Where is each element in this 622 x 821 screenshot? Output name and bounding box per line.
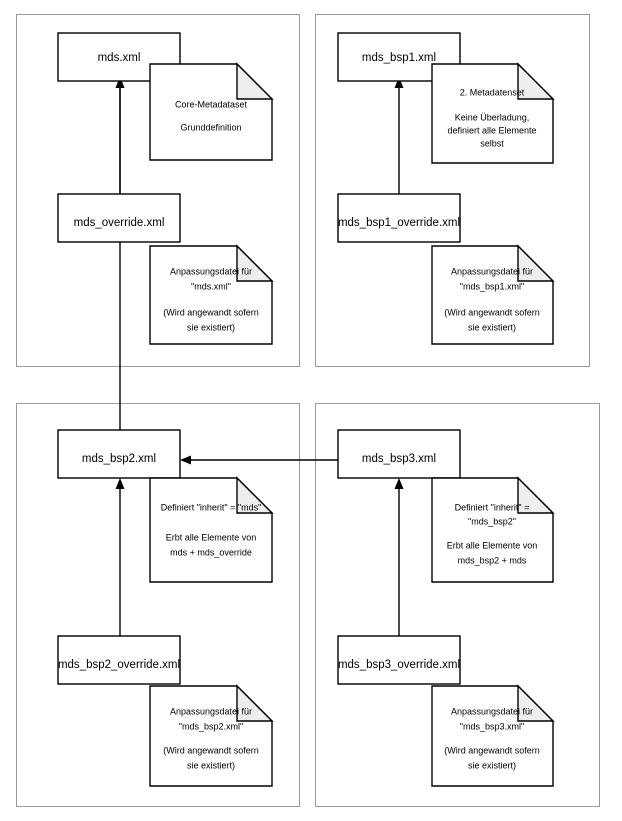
note-bsp2-override-line-1: Anpassungsdatei für [170, 706, 252, 716]
node-mds-override-xml-label: mds_override.xml [74, 217, 165, 229]
panel-frame-mds-bsp1 [315, 14, 590, 367]
note-bsp3-override-line-2: "mds_bsp3.xml" [460, 721, 524, 731]
arrow-mds-bsp3-override-to-mds-bsp3 [394, 478, 404, 636]
note-bsp2-override-line-2: "mds_bsp2.xml" [179, 721, 243, 731]
note-bsp3-line-3: Erbt alle Elemente von [447, 540, 538, 550]
arrow-mds-bsp3-to-mds-bsp2 [180, 455, 338, 465]
note-bsp1-override-line-1: Anpassungsdatei für [451, 266, 533, 276]
note-mds-line-1: Core-Metadataset [175, 99, 248, 109]
note-mds-override-line-1: Anpassungsdatei für [170, 266, 252, 276]
note-bsp2-line-1: Definiert "inherit" = "mds" [161, 502, 262, 512]
node-mds-override-xml[interactable] [57, 193, 181, 243]
note-mds-override-line-3: (Wird angewandt sofern [163, 307, 259, 317]
note-bsp2-override-line-4: sie existiert) [187, 760, 235, 770]
panel-frame-mds-bsp3 [315, 403, 600, 807]
note-mds-override-line-2: "mds.xml" [191, 281, 231, 291]
node-mds-bsp1-xml-label: mds_bsp1.xml [362, 52, 436, 64]
note-bsp1-line-1: 2. Metadatenset [460, 87, 525, 97]
note-mds-bsp2-xml[interactable]: Definiert "inherit" = "mds" Erbt alle El… [149, 476, 274, 583]
note-bsp3-override-line-1: Anpassungsdatei für [451, 706, 533, 716]
note-mds-xml[interactable]: Core-Metadataset Grunddefinition [149, 62, 274, 161]
note-bsp2-line-3: mds + mds_override [170, 547, 252, 557]
note-bsp1-line-3: definiert alle Elemente [447, 125, 536, 135]
note-bsp3-line-2: "mds_bsp2" [468, 516, 516, 526]
node-mds-xml-label: mds.xml [98, 52, 141, 64]
group-mds-bsp3: mds_bsp3.xml Definiert "inherit" = "mds_… [337, 429, 555, 787]
group-mds: mds.xml Core-Metadataset Grunddefinition… [57, 32, 274, 345]
note-mds-bsp3-override-xml[interactable]: Anpassungsdatei für "mds_bsp3.xml" (Wird… [431, 684, 555, 787]
node-mds-bsp2-xml-label: mds_bsp2.xml [82, 453, 156, 465]
note-mds-bsp2-override-xml[interactable]: Anpassungsdatei für "mds_bsp2.xml" (Wird… [149, 684, 274, 787]
note-mds-bsp1-override-xml[interactable]: Anpassungsdatei für "mds_bsp1.xml" (Wird… [431, 244, 555, 345]
note-bsp1-line-4: selbst [480, 138, 504, 148]
arrow-mds-override-to-mds [115, 77, 125, 194]
note-bsp3-override-line-4: sie existiert) [468, 760, 516, 770]
note-mds-bsp3-xml[interactable]: Definiert "inherit" = "mds_bsp2" Erbt al… [431, 476, 555, 583]
node-mds-bsp2-override-xml-label: mds_bsp2_override.xml [58, 659, 180, 671]
note-bsp3-line-4: mds_bsp2 + mds [458, 555, 527, 565]
note-mds-bsp1-xml[interactable]: 2. Metadatenset Keine Überladung, defini… [431, 62, 555, 164]
note-bsp2-override-line-3: (Wird angewandt sofern [163, 745, 259, 755]
note-bsp3-override-line-3: (Wird angewandt sofern [444, 745, 540, 755]
note-bsp2-line-2: Erbt alle Elemente von [166, 532, 257, 542]
node-mds-bsp3-xml-label: mds_bsp3.xml [362, 453, 436, 465]
note-bsp1-override-line-3: (Wird angewandt sofern [444, 307, 540, 317]
note-mds-override-xml[interactable]: Anpassungsdatei für "mds.xml" (Wird ange… [149, 244, 274, 345]
node-mds-bsp1-override-xml-label: mds_bsp1_override.xml [338, 217, 460, 229]
node-mds-bsp1-override-xml[interactable] [337, 193, 461, 243]
panel-frame-mds [16, 14, 300, 367]
node-mds-bsp2-xml[interactable] [57, 429, 181, 479]
arrow-mds-bsp1-override-to-mds-bsp1 [394, 77, 404, 194]
note-bsp1-line-2: Keine Überladung, [455, 112, 530, 122]
note-mds-line-2: Grunddefinition [180, 122, 241, 132]
note-mds-override-line-4: sie existiert) [187, 322, 235, 332]
node-mds-bsp2-override-xml[interactable] [57, 635, 181, 685]
note-bsp3-line-1: Definiert "inherit" = [455, 502, 530, 512]
node-mds-bsp3-xml[interactable] [337, 429, 461, 479]
group-mds-bsp2: mds_bsp2.xml Definiert "inherit" = "mds"… [57, 429, 338, 787]
node-mds-bsp3-override-xml-label: mds_bsp3_override.xml [338, 659, 460, 671]
arrow-mds-bsp2-override-to-mds-bsp2 [115, 478, 125, 636]
group-mds-bsp1: mds_bsp1.xml 2. Metadatenset Keine Überl… [337, 32, 555, 345]
panel-frame-mds-bsp2 [16, 403, 300, 807]
node-mds-bsp3-override-xml[interactable] [337, 635, 461, 685]
note-bsp1-override-line-4: sie existiert) [468, 322, 516, 332]
note-bsp1-override-line-2: "mds_bsp1.xml" [460, 281, 524, 291]
